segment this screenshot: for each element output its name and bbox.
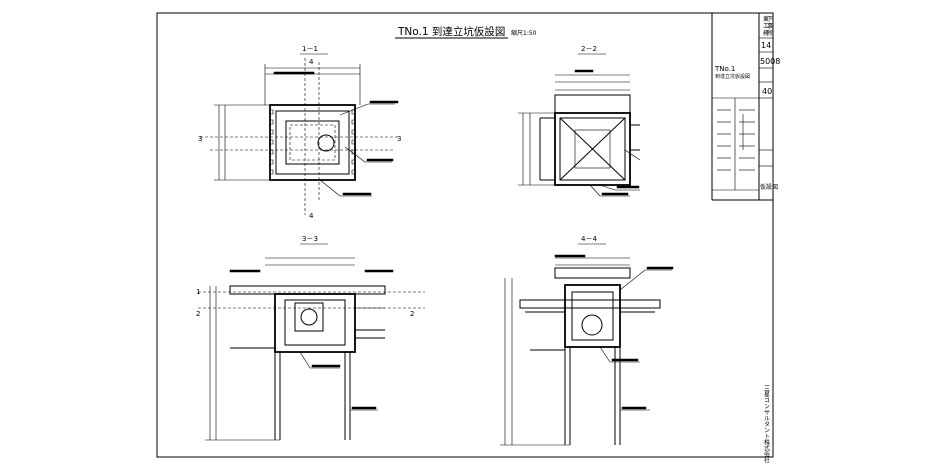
page-number: 40 xyxy=(762,87,772,96)
section-4-4-drawing xyxy=(500,254,674,446)
section-marker-1-left: 1 xyxy=(196,288,200,296)
section-2-2-drawing xyxy=(518,69,641,197)
office-char-5: 務 xyxy=(763,29,769,37)
drawing-scale: 縮尺1:50 xyxy=(511,29,537,37)
section-1-1-drawing xyxy=(200,58,400,215)
drawing-name-line1: TNo.1 xyxy=(714,65,735,73)
code-number: 5008 xyxy=(760,57,780,66)
section-3-3-drawing xyxy=(198,257,425,441)
office-char-3: 工 xyxy=(763,23,769,30)
section-marker-3-left: 3 xyxy=(198,135,202,143)
office-char-6: 所 xyxy=(767,29,773,37)
drawing-name-line2: 到達立坑仮設図 xyxy=(715,73,750,80)
section-marker-3-right: 3 xyxy=(397,135,401,143)
title-block xyxy=(711,13,773,201)
office-char-1: 東 xyxy=(763,15,769,23)
section-marker-4-top: 4 xyxy=(309,58,314,66)
office-char-4: 事 xyxy=(767,22,773,30)
section-3-3-label: 3－3 xyxy=(302,235,318,243)
drawing-category: 仮設図 xyxy=(760,183,778,191)
section-4-4-label: 4－4 xyxy=(581,235,597,243)
sheet-number: 14 xyxy=(761,41,771,50)
section-marker-2-right: 2 xyxy=(410,310,414,318)
section-1-1-label: 1－1 xyxy=(302,45,318,53)
company-name-vertical: 三星コンサルタント株式会社 xyxy=(763,385,770,464)
section-2-2-label: 2－2 xyxy=(581,45,597,53)
section-marker-4-bottom: 4 xyxy=(309,212,314,220)
sheet-border xyxy=(156,12,774,458)
section-marker-2-left: 2 xyxy=(196,310,200,318)
office-char-2: 下 xyxy=(767,16,773,23)
drawing-title: TNo.1 到達立坑仮設図 xyxy=(397,25,505,38)
